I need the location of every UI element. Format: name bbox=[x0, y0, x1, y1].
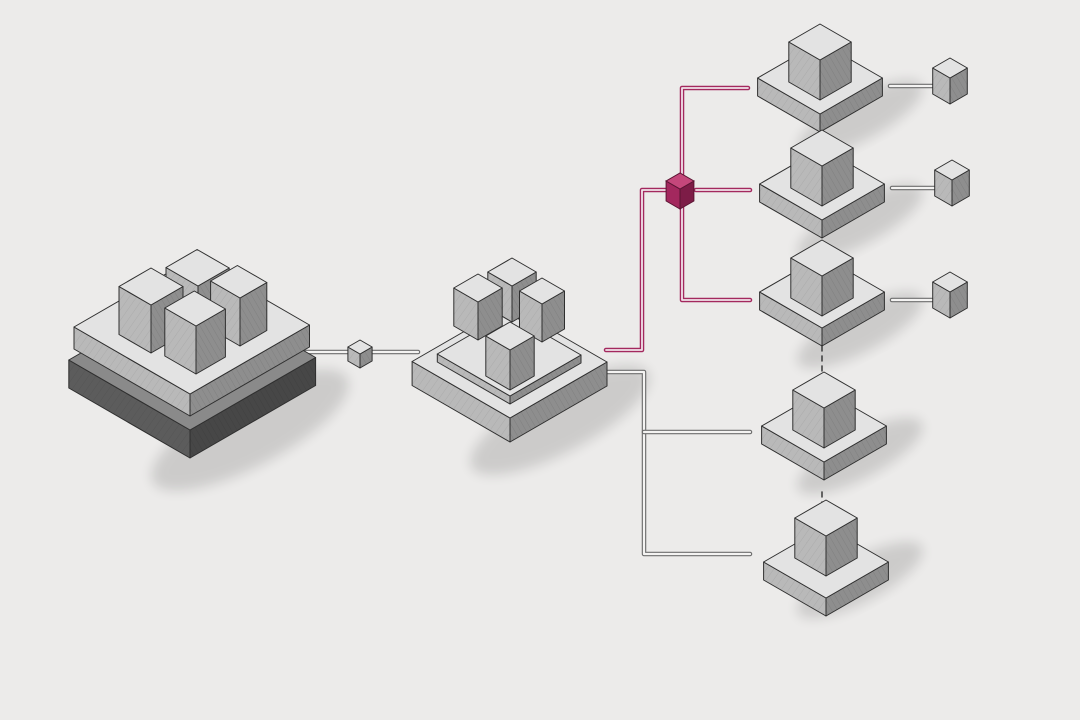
branch-3-cube bbox=[790, 239, 854, 317]
endpoint-node-3 bbox=[932, 271, 968, 319]
branch-shadow-2 bbox=[797, 183, 923, 261]
hub-shadow bbox=[470, 365, 650, 475]
hub-cube-front bbox=[485, 321, 535, 391]
hub-cube-right bbox=[519, 277, 565, 343]
router-node bbox=[665, 172, 695, 210]
connector-hub-branch-5-core bbox=[604, 370, 752, 556]
connector-router-branch-3-core bbox=[681, 199, 751, 301]
hub-node bbox=[411, 257, 608, 443]
connector-router-branch-3 bbox=[679, 197, 753, 303]
source-node bbox=[68, 249, 317, 459]
branch-node-1 bbox=[757, 23, 883, 133]
connector-hub-to-router bbox=[603, 187, 675, 353]
branch-2-cube bbox=[790, 129, 854, 207]
connector-layer bbox=[303, 83, 937, 557]
branch-5-cube bbox=[794, 499, 858, 577]
branch-node-2 bbox=[759, 129, 885, 239]
source-cube-front bbox=[164, 290, 226, 375]
node-layer bbox=[68, 23, 970, 617]
branch-node-5 bbox=[763, 499, 889, 617]
branch-node-4 bbox=[761, 371, 887, 481]
connector-router-branch-1 bbox=[679, 85, 751, 189]
link-node bbox=[347, 339, 373, 369]
endpoint-node-1 bbox=[932, 57, 968, 105]
connector-hub-to-router-core bbox=[605, 189, 673, 351]
branch-4-cube bbox=[792, 371, 856, 449]
branch-shadow-3 bbox=[797, 291, 923, 369]
connector-router-branch-1-core bbox=[681, 87, 749, 187]
branch-1-cube bbox=[788, 23, 852, 101]
branch-node-3 bbox=[759, 239, 885, 347]
endpoint-node-2 bbox=[934, 159, 970, 207]
source-shadow bbox=[151, 369, 349, 491]
hub-cube-left bbox=[453, 273, 503, 341]
